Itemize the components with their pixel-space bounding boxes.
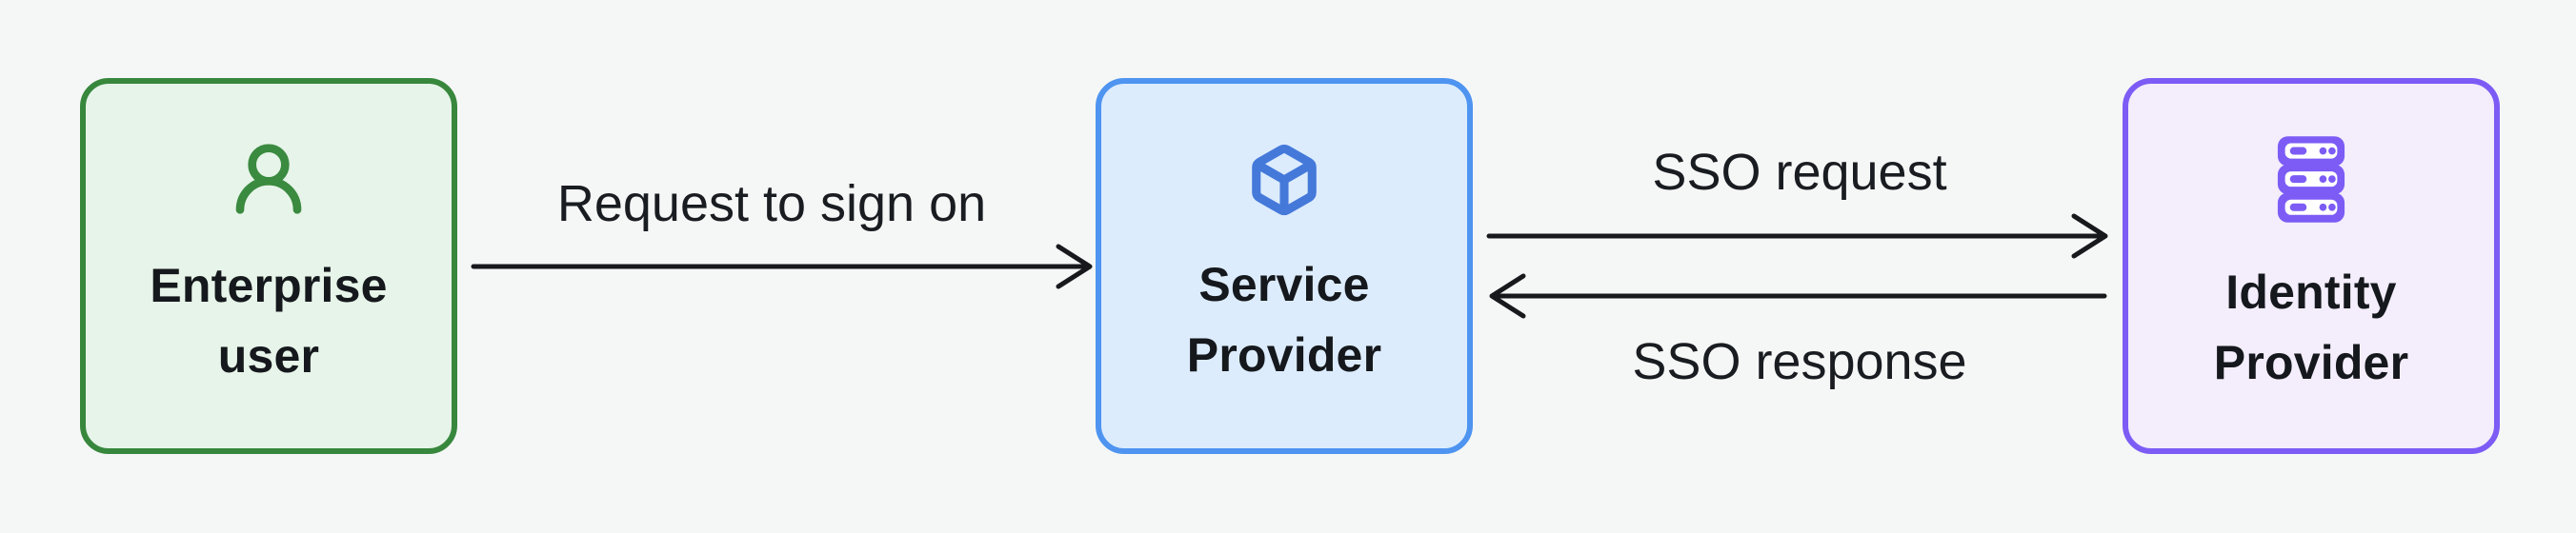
- node-label-line: Enterprise: [150, 258, 388, 312]
- node-label-line: Provider: [1186, 327, 1382, 382]
- arrow-label-sso-response: SSO response: [1632, 333, 1967, 390]
- node-label-service-provider: Service Provider: [1187, 249, 1381, 390]
- server-stack-icon: [2277, 136, 2345, 223]
- node-label-line: user: [217, 328, 320, 383]
- arrow-label-request-to-sign-on: Request to sign on: [556, 175, 987, 232]
- node-label-enterprise-user: Enterprise user: [150, 250, 387, 391]
- node-identity-provider: Identity Provider: [2123, 78, 2500, 454]
- sso-response-arrowhead: [1489, 273, 1526, 319]
- node-label-identity-provider: Identity Provider: [2214, 257, 2408, 398]
- arrow-label-sso-request: SSO request: [1652, 144, 1947, 201]
- cube-icon: [1252, 144, 1317, 215]
- request-arrowhead: [1056, 244, 1093, 289]
- node-service-provider: Service Provider: [1096, 78, 1473, 454]
- node-enterprise-user: Enterprise user: [80, 78, 457, 454]
- node-label-line: Service: [1198, 257, 1370, 311]
- node-label-line: Provider: [2213, 336, 2409, 389]
- sso-request-arrowhead: [2071, 213, 2108, 259]
- user-icon: [235, 143, 302, 214]
- node-label-line: Identity: [2225, 266, 2397, 319]
